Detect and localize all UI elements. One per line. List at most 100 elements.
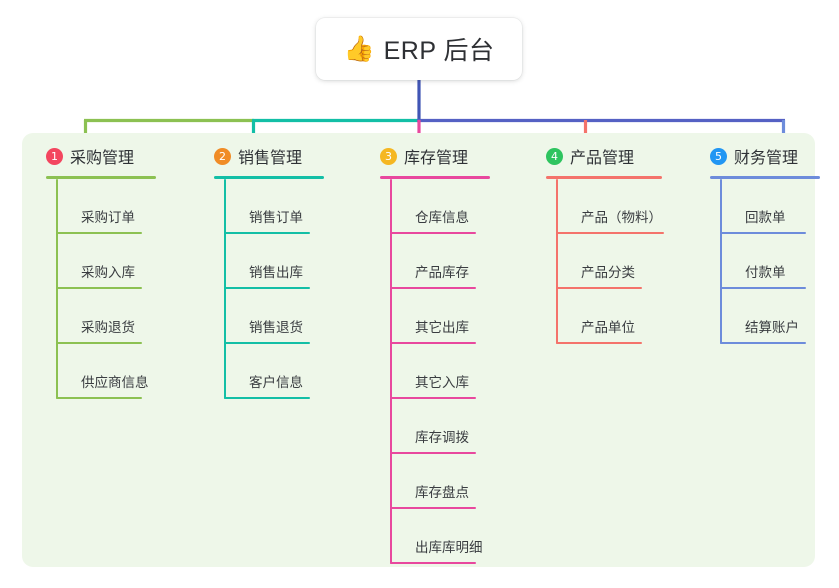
leaf-rule <box>390 397 476 399</box>
thumbs-up-icon: 👍 <box>343 34 375 63</box>
leaf-node[interactable]: 产品库存 <box>390 234 536 289</box>
leaf-rule <box>224 232 310 234</box>
branch-header-5[interactable]: 5 财务管理 <box>696 133 839 179</box>
branch-header-1[interactable]: 1 采购管理 <box>32 133 192 179</box>
leaf-node[interactable]: 采购入库 <box>56 234 192 289</box>
leaf-label: 销售出库 <box>249 265 303 280</box>
leaf-label: 产品库存 <box>415 265 469 280</box>
branch-spine-2 <box>224 179 226 399</box>
leaf-rule <box>56 232 142 234</box>
root-node-title: ERP 后台 <box>383 37 495 65</box>
branch-header-rule-4 <box>546 176 662 179</box>
branch-badge-5: 5 <box>710 147 727 165</box>
branch-column-1: 1 采购管理 采购订单 采购入库 采购退货 供应商信息 <box>32 133 192 399</box>
leaf-node[interactable]: 库存调拨 <box>390 399 536 454</box>
leaf-node[interactable]: 结算账户 <box>720 289 839 344</box>
leaf-label: 回款单 <box>745 210 786 225</box>
leaf-rule <box>390 507 476 509</box>
branch-column-3: 3 库存管理 仓库信息 产品库存 其它出库 其它入库 库存调拨 <box>366 133 536 564</box>
leaf-label: 采购订单 <box>81 210 135 225</box>
leaf-label: 客户信息 <box>249 375 303 390</box>
leaf-rule <box>556 342 642 344</box>
leaf-rule <box>720 232 806 234</box>
leaf-label: 销售订单 <box>249 210 303 225</box>
branch-items-5: 回款单 付款单 结算账户 <box>720 179 839 344</box>
leaf-node[interactable]: 产品（物料） <box>556 179 712 234</box>
leaf-node[interactable]: 销售出库 <box>224 234 360 289</box>
leaf-label: 库存盘点 <box>415 485 469 500</box>
branch-column-5: 5 财务管理 回款单 付款单 结算账户 <box>696 133 839 344</box>
leaf-rule <box>390 232 476 234</box>
branch-header-rule-1 <box>46 176 156 179</box>
leaf-label: 销售退货 <box>249 320 303 335</box>
leaf-label: 其它入库 <box>415 375 469 390</box>
branch-column-2: 2 销售管理 销售订单 销售出库 销售退货 客户信息 <box>200 133 360 399</box>
leaf-node[interactable]: 库存盘点 <box>390 454 536 509</box>
leaf-rule <box>224 342 310 344</box>
leaf-label: 仓库信息 <box>415 210 469 225</box>
leaf-rule <box>720 287 806 289</box>
leaf-rule <box>556 287 642 289</box>
leaf-label: 出库库明细 <box>415 540 483 555</box>
leaf-label: 产品分类 <box>581 265 635 280</box>
leaf-node[interactable]: 出库库明细 <box>390 509 536 564</box>
leaf-label: 库存调拨 <box>415 430 469 445</box>
leaf-node[interactable]: 采购订单 <box>56 179 192 234</box>
branch-items-2: 销售订单 销售出库 销售退货 客户信息 <box>224 179 360 399</box>
leaf-node[interactable]: 供应商信息 <box>56 344 192 399</box>
branch-spine-1 <box>56 179 58 399</box>
branch-column-4: 4 产品管理 产品（物料） 产品分类 产品单位 <box>532 133 712 344</box>
leaf-rule <box>390 342 476 344</box>
branch-badge-2: 2 <box>214 147 231 165</box>
branch-items-3: 仓库信息 产品库存 其它出库 其它入库 库存调拨 库存盘点 <box>390 179 536 564</box>
leaf-label: 供应商信息 <box>81 375 149 390</box>
branch-title-5: 财务管理 <box>734 150 799 167</box>
leaf-rule <box>556 232 664 234</box>
branch-items-1: 采购订单 采购入库 采购退货 供应商信息 <box>56 179 192 399</box>
branch-header-rule-5 <box>710 176 820 179</box>
leaf-node[interactable]: 付款单 <box>720 234 839 289</box>
diagram-panel <box>22 133 815 567</box>
leaf-node[interactable]: 回款单 <box>720 179 839 234</box>
leaf-rule <box>390 287 476 289</box>
leaf-node[interactable]: 采购退货 <box>56 289 192 344</box>
leaf-node[interactable]: 仓库信息 <box>390 179 536 234</box>
leaf-label: 付款单 <box>745 265 786 280</box>
branch-spine-5 <box>720 179 722 344</box>
leaf-node[interactable]: 其它入库 <box>390 344 536 399</box>
leaf-rule <box>390 452 476 454</box>
branch-title-4: 产品管理 <box>570 150 635 167</box>
branch-title-2: 销售管理 <box>238 150 303 167</box>
leaf-label: 采购入库 <box>81 265 135 280</box>
branch-header-rule-3 <box>380 176 490 179</box>
leaf-label: 其它出库 <box>415 320 469 335</box>
branch-header-4[interactable]: 4 产品管理 <box>532 133 712 179</box>
branch-title-3: 库存管理 <box>404 150 469 167</box>
leaf-rule <box>224 397 310 399</box>
leaf-node[interactable]: 销售退货 <box>224 289 360 344</box>
leaf-label: 产品（物料） <box>581 210 662 225</box>
leaf-label: 采购退货 <box>81 320 135 335</box>
branch-header-3[interactable]: 3 库存管理 <box>366 133 536 179</box>
leaf-rule <box>390 562 476 564</box>
branch-header-rule-2 <box>214 176 324 179</box>
branch-spine-4 <box>556 179 558 344</box>
leaf-rule <box>720 342 806 344</box>
branch-spine-3 <box>390 179 392 564</box>
leaf-label: 产品单位 <box>581 320 635 335</box>
branch-badge-4: 4 <box>546 147 563 165</box>
leaf-node[interactable]: 产品分类 <box>556 234 712 289</box>
branch-title-1: 采购管理 <box>70 150 135 167</box>
leaf-node[interactable]: 其它出库 <box>390 289 536 344</box>
leaf-node[interactable]: 销售订单 <box>224 179 360 234</box>
root-node[interactable]: 👍 ERP 后台 <box>316 18 522 80</box>
leaf-label: 结算账户 <box>745 320 799 335</box>
leaf-node[interactable]: 产品单位 <box>556 289 712 344</box>
branch-badge-1: 1 <box>46 147 63 165</box>
leaf-rule <box>56 397 142 399</box>
leaf-rule <box>224 287 310 289</box>
leaf-node[interactable]: 客户信息 <box>224 344 360 399</box>
branch-header-2[interactable]: 2 销售管理 <box>200 133 360 179</box>
branch-badge-3: 3 <box>380 147 397 165</box>
